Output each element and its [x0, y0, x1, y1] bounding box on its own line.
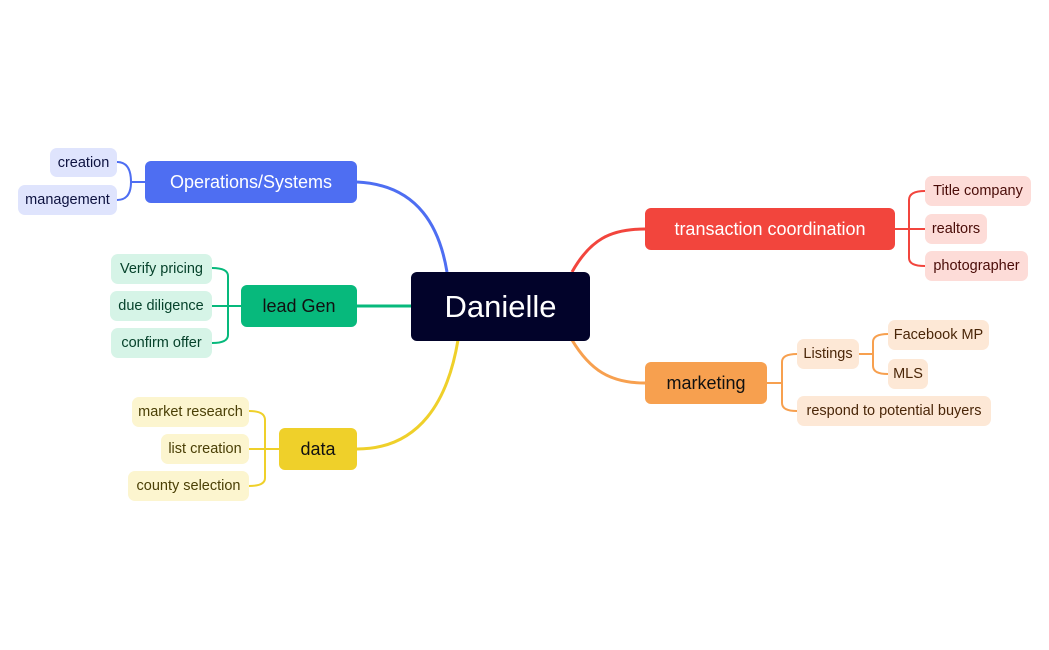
node-confirm-offer[interactable]: confirm offer: [111, 328, 212, 358]
node-due-diligence[interactable]: due diligence: [110, 291, 212, 321]
link-market-research: [248, 410, 279, 450]
link-listings: [767, 353, 798, 384]
link-photographer: [895, 228, 926, 267]
link-title-company: [895, 190, 926, 230]
link-operations: [356, 180, 449, 273]
branch-transaction-coordination[interactable]: transaction coordination: [645, 208, 895, 250]
node-title-company[interactable]: Title company: [925, 176, 1031, 206]
node-management[interactable]: management: [18, 185, 117, 215]
node-mls[interactable]: MLS: [888, 359, 928, 389]
node-creation[interactable]: creation: [50, 148, 117, 177]
link-facebook-mp: [859, 333, 889, 355]
link-transaction: [570, 227, 646, 273]
node-verify-pricing[interactable]: Verify pricing: [111, 254, 212, 284]
branch-marketing[interactable]: marketing: [645, 362, 767, 404]
link-verify-pricing: [211, 267, 241, 307]
branch-data[interactable]: data: [279, 428, 357, 470]
root-node[interactable]: Danielle: [411, 272, 590, 341]
node-list-creation[interactable]: list creation: [161, 434, 249, 464]
link-confirm-offer: [211, 305, 241, 344]
link-management: [116, 181, 145, 201]
node-facebook-mp[interactable]: Facebook MP: [888, 320, 989, 350]
node-county-selection[interactable]: county selection: [128, 471, 249, 501]
branch-operations-systems[interactable]: Operations/Systems: [145, 161, 357, 203]
link-data: [356, 339, 460, 451]
node-realtors[interactable]: realtors: [925, 214, 987, 244]
link-marketing: [570, 339, 646, 385]
link-creation: [116, 161, 145, 183]
link-county-selection: [248, 448, 279, 487]
node-respond-to-potential-buyers[interactable]: respond to potential buyers: [797, 396, 991, 426]
node-market-research[interactable]: market research: [132, 397, 249, 427]
node-photographer[interactable]: photographer: [925, 251, 1028, 281]
node-listings[interactable]: Listings: [797, 339, 859, 369]
link-mls: [859, 353, 889, 375]
link-respond: [767, 382, 798, 412]
branch-lead-gen[interactable]: lead Gen: [241, 285, 357, 327]
